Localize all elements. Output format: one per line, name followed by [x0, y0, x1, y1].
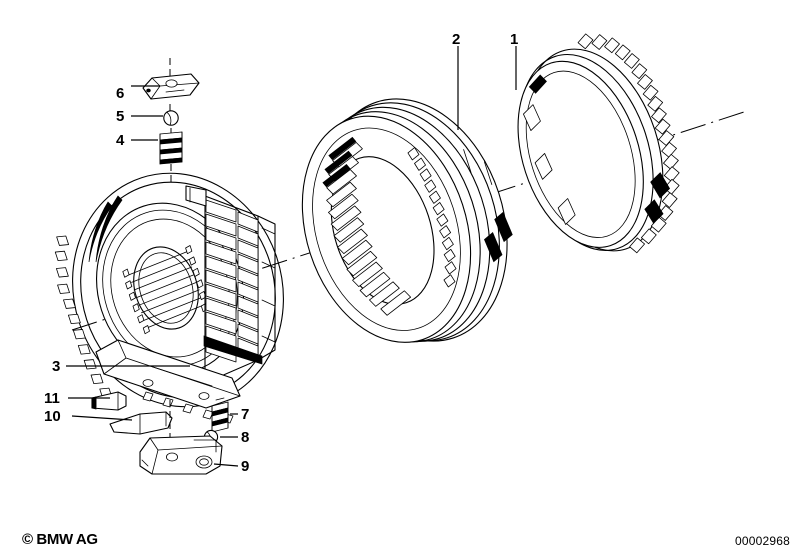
callout-label-11: 11: [44, 390, 60, 407]
callout-label-10: 10: [44, 408, 61, 425]
callout-leader-lines: [66, 46, 517, 467]
part-3-synchronizer-hub: [54, 172, 284, 424]
callout-label-7: 7: [241, 406, 250, 423]
diagram-number: 00002968: [735, 534, 790, 548]
callout-label-3: 3: [52, 358, 61, 375]
callout-label-9: 9: [241, 458, 250, 475]
callout-label-4: 4: [116, 132, 125, 149]
part-2-sliding-sleeve: [301, 98, 513, 343]
callout-label-6: 6: [116, 85, 125, 102]
part-9-selector-fork: [139, 400, 223, 475]
callout-label-2: 2: [452, 31, 461, 48]
part-7-selector-spring: [211, 397, 229, 433]
callout-label-8: 8: [241, 429, 250, 446]
part-4-detent-spring: [159, 128, 183, 185]
part-5-detent-ball: [163, 110, 179, 126]
part-11-guide-pin-short: [91, 391, 127, 411]
part-10-guide-pin-long: [109, 411, 173, 435]
hub-outer-splines: [203, 195, 276, 384]
part-6-detent-plate: [142, 58, 200, 124]
callout-label-5: 5: [116, 108, 125, 125]
copyright-notice: © BMW AG: [22, 531, 98, 548]
callout-label-1: 1: [510, 31, 519, 48]
part-1-synchronizer-ring: [517, 33, 680, 254]
